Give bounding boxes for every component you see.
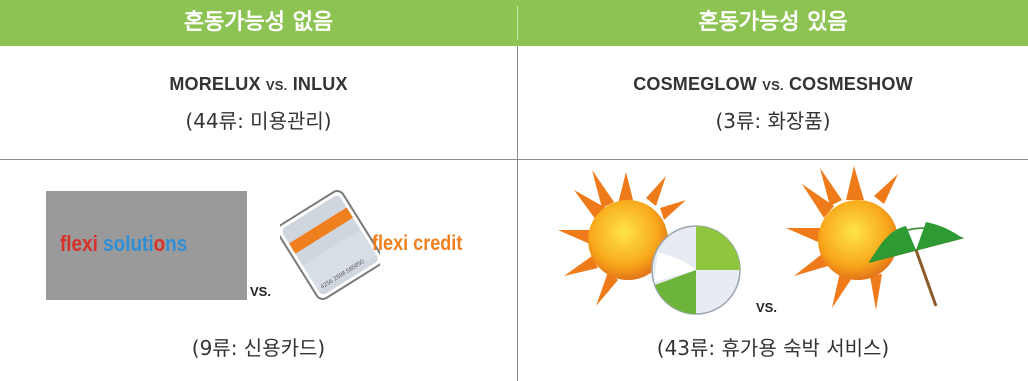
logo-word-flexi: flexi bbox=[60, 231, 98, 256]
flexi-credit-logo: flexi credit bbox=[372, 232, 463, 255]
header-no-confusion: 혼동가능성 없음 bbox=[183, 10, 334, 35]
mark-inlux: INLUX bbox=[292, 74, 348, 94]
row-divider bbox=[0, 159, 1028, 160]
cell-flexi: flexi solutions VS. 4256 2898 585850 fle… bbox=[0, 160, 517, 381]
class-label: (3류: 화장품) bbox=[715, 109, 831, 133]
sun-with-umbrella-icon bbox=[786, 166, 965, 310]
mark-cosmeshow: COSMESHOW bbox=[788, 74, 913, 94]
cell-sun-logos: VS. bbox=[518, 160, 1028, 381]
word-mark-pair: MORELUX VS. INLUX bbox=[0, 74, 517, 95]
class-label: (44류: 미용관리) bbox=[185, 109, 332, 133]
mark-morelux: MORELUX bbox=[169, 74, 261, 94]
credit-card-icon: 4256 2898 585850 bbox=[280, 190, 380, 300]
sun-with-ball-icon bbox=[558, 170, 741, 315]
logo-word-ns: ns bbox=[165, 231, 188, 256]
header-confusion: 혼동가능성 있음 bbox=[698, 10, 848, 35]
vs-label: VS. bbox=[250, 284, 271, 299]
table-header: 혼동가능성 없음 혼동가능성 있음 bbox=[0, 0, 1028, 46]
word-mark-pair: COSMEGLOW VS. COSMESHOW bbox=[518, 74, 1028, 95]
header-divider bbox=[517, 6, 518, 40]
logo-word-soluti: soluti bbox=[103, 231, 154, 256]
vs-label: VS. bbox=[265, 78, 288, 93]
logo-letter-o: o bbox=[153, 231, 166, 256]
vs-label: VS. bbox=[756, 300, 777, 315]
cell-morelux-inlux: MORELUX VS. INLUX (44류: 미용관리) bbox=[0, 74, 517, 134]
flexi-solutions-logo: flexi solutions bbox=[46, 191, 247, 300]
class-label: (9류: 신용카드) bbox=[191, 336, 326, 360]
mark-cosmeglow: COSMEGLOW bbox=[633, 74, 757, 94]
vs-label: VS. bbox=[762, 78, 784, 93]
cell-cosmeglow-cosmeshow: COSMEGLOW VS. COSMESHOW (3류: 화장품) bbox=[518, 74, 1028, 134]
column-divider bbox=[517, 46, 518, 381]
class-label: (43류: 휴가용 숙박 서비스) bbox=[656, 336, 890, 360]
